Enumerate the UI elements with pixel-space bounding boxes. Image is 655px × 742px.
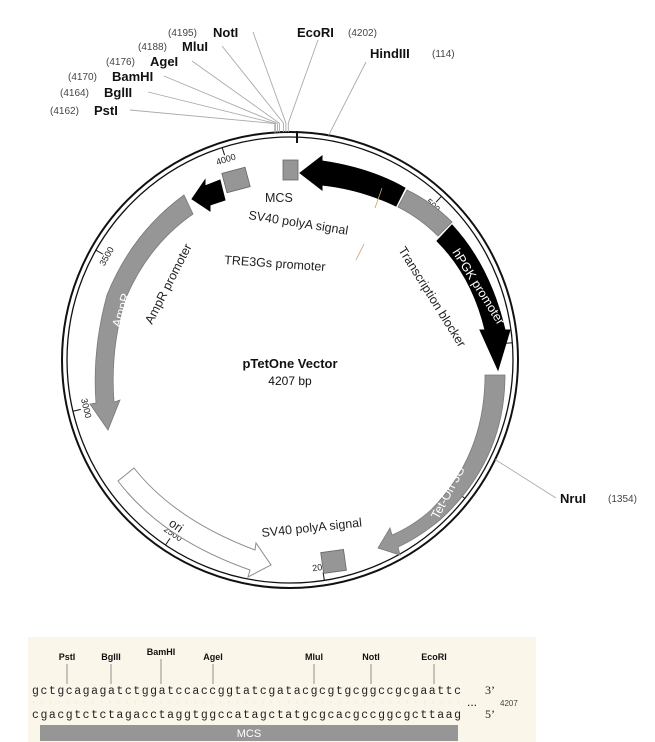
feature-hpgk-promoter-arrow [436,224,511,372]
feature-tet-on-3g-arrow [377,374,506,556]
site-label-bamhi: BamHI [112,69,153,84]
leader-agei [191,60,280,133]
tick-label-3000: 3000 [79,397,93,419]
site-pos-bamhi: (4170) [68,72,97,83]
mcs-bottom-end: 5’ [485,707,495,721]
mcs-top-end: 3’ [485,683,495,697]
sv40-leader-line [374,187,383,209]
site-label-agei: AgeI [150,54,178,69]
backbone-inner-ring [66,136,514,584]
feature-mcs-box [282,159,299,181]
feature-ori-arrow [117,467,272,578]
site-label-noti: NotI [213,25,238,40]
site-label-mlui: MluI [182,39,208,54]
mcs-site-agei: AgeI [203,652,223,662]
plasmid-title: pTetOne Vector [242,356,337,371]
leader-nrui [494,459,557,499]
feature-ampr-promoter-box [221,166,251,194]
mcs-top-strand: gctgcagagatctggatccaccggtatcgatacgcgtgcg… [32,685,461,698]
mcs-site-bglii: BglII [101,652,121,662]
mcs-panel-background [28,637,536,742]
feature-sv40-polya-box [320,548,347,574]
label-mcs: MCS [265,191,293,205]
leader-mlui [221,45,284,133]
leader-noti [252,31,287,132]
site-label-psti: PstI [94,103,118,118]
tick-mark-4000 [221,147,226,156]
site-leader-lines [129,31,557,499]
site-pos-bglii: (4164) [60,88,89,99]
label-sv40-polya-bottom: SV40 polyA signal [261,516,363,540]
site-label-ecori: EcoRI [297,25,334,40]
site-pos-hindiii: (114) [432,49,455,60]
label-ori: ori [166,516,185,535]
tick-label-4000: 4000 [215,152,237,168]
site-pos-psti: (4162) [50,106,79,117]
tick-mark-3500 [95,249,104,255]
mcs-site-ecori: EcoRI [421,652,447,662]
tick-mark-2500 [165,538,171,546]
site-pos-noti: (4195) [168,28,197,39]
site-label-bglii: BglII [104,85,132,100]
mcs-end-position: 4207 [500,699,518,708]
mcs-ellipsis: ... [467,695,477,709]
label-tre3gs-promoter: TRE3Gs promoter [224,253,326,274]
tick-mark-500 [435,196,442,203]
leader-ecori [287,39,319,132]
leader-psti [129,109,276,133]
site-pos-nrui: (1354) [608,494,637,505]
tick-mark-3000 [72,408,81,412]
site-label-hindiii: HindIII [370,46,410,61]
feature-ampr-promoter-arrow [191,178,226,212]
site-pos-agei: (4176) [106,57,135,68]
mcs-site-mlui: MluI [305,652,323,662]
mcs-panel: PstI BglII BamHI AgeI MluI NotI EcoRI gctgcaga… [28,637,536,742]
label-hpgk-promoter: hPGK promoter [449,246,507,327]
plasmid-size: 4207 bp [268,374,312,388]
leader-bglii [147,91,276,133]
site-pos-ecori: (4202) [348,28,377,39]
feature-sv40-polya-arrow [299,154,406,207]
leader-bamhi [163,75,278,133]
feature-transcription-blocker-segment [397,189,453,237]
site-label-nrui: NruI [560,491,586,506]
label-sv40-polya-top: SV40 polyA signal [248,208,350,238]
mcs-site-noti: NotI [362,652,380,662]
backbone-outer-ring [61,131,519,589]
tre3gs-leader-line [355,243,365,261]
leader-hindiii [328,61,367,136]
mcs-bottom-strand: cgacgtctctagacctaggtggccatagctatgcgcacgc… [32,709,461,722]
site-pos-mlui: (4188) [138,42,167,53]
mcs-site-psti: PstI [59,652,76,662]
mcs-site-bamhi: BamHI [147,647,176,657]
site-labels: (4195) NotI (4188) MluI (4176) AgeI (417… [50,25,637,506]
features [89,154,511,578]
mcs-site-labels: PstI BglII BamHI AgeI MluI NotI EcoRI [59,647,447,684]
feature-ampr-arrow [89,194,194,431]
mcs-bar [40,725,458,741]
tick-label-3500: 3500 [97,245,116,267]
mcs-bar-label: MCS [237,728,261,740]
